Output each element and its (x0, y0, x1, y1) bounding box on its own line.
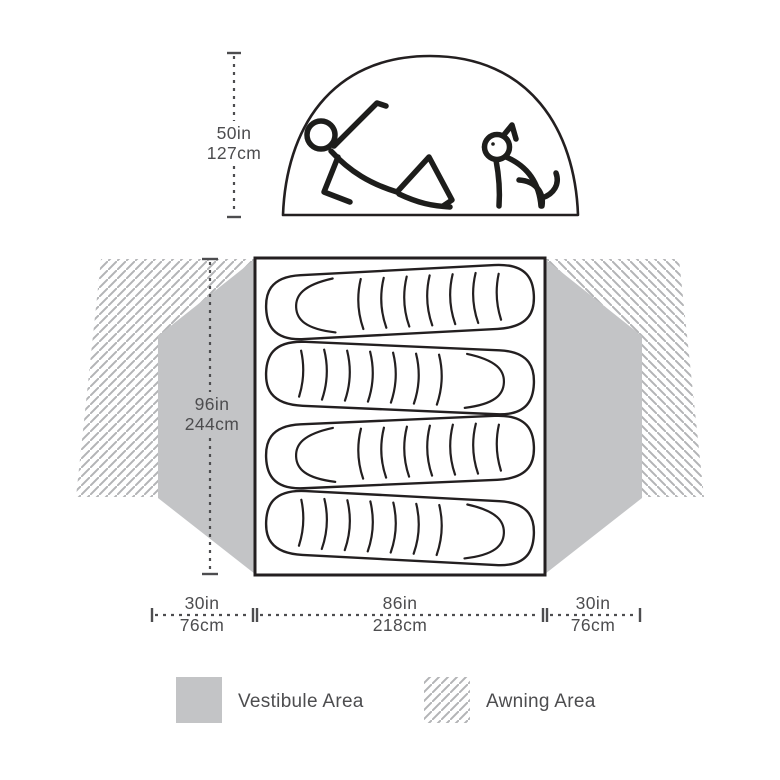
dog-tail (539, 170, 560, 201)
width-center-value-cm: 218cm (373, 615, 428, 635)
length-value-cm: 244cm (185, 414, 240, 434)
dog-haunch (516, 177, 546, 209)
person-figure (304, 100, 455, 210)
person-raised-arm (331, 100, 389, 149)
vestibule-left (158, 259, 255, 574)
dog-figure (481, 122, 560, 209)
height-dimension: 50in 127cm (207, 51, 262, 219)
width-dimension-center: 86in 218cm (255, 593, 545, 635)
dog-chest-leg (493, 157, 503, 209)
width-right-value-cm: 76cm (571, 615, 615, 635)
length-value-in: 96in (195, 394, 230, 414)
dog-head (481, 131, 513, 163)
width-center-value-in: 86in (383, 593, 418, 613)
height-value-cm: 127cm (207, 143, 262, 163)
sleeping-bag-4 (263, 487, 537, 569)
sleeping-bag-1 (263, 261, 537, 343)
width-left-value-cm: 76cm (180, 615, 224, 635)
sleeping-bag-2 (263, 338, 537, 418)
dog-nose (481, 144, 487, 150)
person-support-arm (321, 154, 353, 205)
person-extended-leg (396, 191, 453, 210)
person-torso (328, 148, 400, 195)
length-dimension: 96in 244cm (185, 257, 240, 576)
dog-ear (500, 122, 519, 142)
height-value-in: 50in (217, 123, 252, 143)
width-dimension-right: 30in 76cm (545, 593, 642, 635)
width-dimension-left: 30in 76cm (150, 593, 255, 635)
legend-awning-swatch (424, 677, 470, 723)
person-bent-leg (394, 154, 455, 209)
vestibule-right (545, 259, 642, 574)
sleeping-bag-3 (263, 412, 537, 492)
dome-side-view (281, 54, 580, 217)
dome-outline (281, 54, 580, 217)
legend-vestibule-swatch (176, 677, 222, 723)
floor-plan (76, 256, 704, 577)
width-left-value-in: 30in (185, 593, 220, 613)
dog-eye (491, 142, 495, 146)
legend: Vestibule Area Awning Area (176, 677, 596, 723)
width-right-value-in: 30in (576, 593, 611, 613)
person-head (304, 118, 338, 152)
legend-vestibule-label: Vestibule Area (238, 691, 364, 712)
legend-awning-label: Awning Area (486, 691, 596, 712)
